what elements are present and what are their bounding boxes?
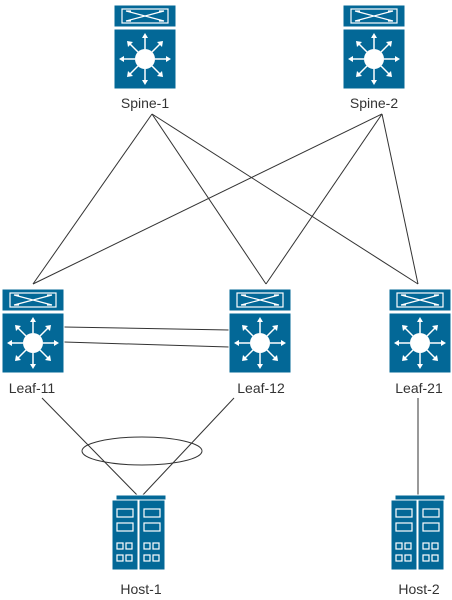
server-right-tower <box>138 499 166 571</box>
router-hub-icon <box>250 333 270 353</box>
spine-2-label: Spine-2 <box>350 95 398 111</box>
switch-top-inner <box>236 292 284 308</box>
spine-1-label: Spine-1 <box>121 95 169 111</box>
link-spine2-leaf11 <box>32 113 383 285</box>
switch-arrows-icon <box>400 294 440 306</box>
server-left-tower <box>111 499 139 571</box>
switch-top-inner <box>9 292 57 308</box>
link-leaf11-host1 <box>41 397 141 499</box>
switch-arrows-icon <box>354 10 394 22</box>
server-right-tower <box>417 499 445 571</box>
link-leaf11-leaf12-peer-link-2 <box>63 341 230 348</box>
router-hub-icon <box>23 333 43 353</box>
server-drive-bays-icon <box>116 508 161 562</box>
link-spine2-leaf12 <box>265 113 383 285</box>
host-2-server[interactable] <box>390 494 446 571</box>
spine-2-switch[interactable] <box>342 4 406 90</box>
link-leaf11-leaf12-peer-link-1 <box>63 326 230 331</box>
switch-top-inner <box>396 292 444 308</box>
leaf-21-switch[interactable] <box>388 288 452 374</box>
switch-top-inner <box>350 8 398 24</box>
host-2-label: Host-2 <box>398 581 439 597</box>
link-spine2-leaf21 <box>381 113 419 285</box>
switch-arrows-icon <box>13 294 53 306</box>
server-drive-bays-icon <box>395 508 440 562</box>
spine-1-switch[interactable] <box>113 4 177 90</box>
link-spine1-leaf11 <box>32 113 153 285</box>
router-arrowheads-icon <box>348 33 400 85</box>
link-spine1-leaf21 <box>151 113 419 285</box>
host-1-server[interactable] <box>111 494 167 571</box>
router-hub-icon <box>364 49 384 69</box>
switch-top-inner <box>121 8 169 24</box>
link-leaf12-host1 <box>139 397 235 499</box>
leaf-11-label: Leaf-11 <box>9 380 56 396</box>
router-arrowheads-icon <box>119 33 171 85</box>
link-spine1-leaf12 <box>151 113 267 285</box>
leaf-11-switch[interactable] <box>1 288 65 374</box>
router-hub-icon <box>410 333 430 353</box>
leaf-12-label: Leaf-12 <box>237 380 285 396</box>
switch-arrows-icon <box>125 10 165 22</box>
router-arrowheads-icon <box>234 317 286 369</box>
router-hub-icon <box>135 49 155 69</box>
mlag-bundle-ellipse <box>81 436 203 466</box>
host-1-label: Host-1 <box>120 581 161 597</box>
leaf-12-switch[interactable] <box>228 288 292 374</box>
leaf-21-label: Leaf-21 <box>395 380 443 396</box>
links-layer <box>32 113 419 499</box>
switch-arrows-icon <box>240 294 280 306</box>
router-arrowheads-icon <box>7 317 59 369</box>
server-left-tower <box>390 499 418 571</box>
router-arrowheads-icon <box>394 317 446 369</box>
